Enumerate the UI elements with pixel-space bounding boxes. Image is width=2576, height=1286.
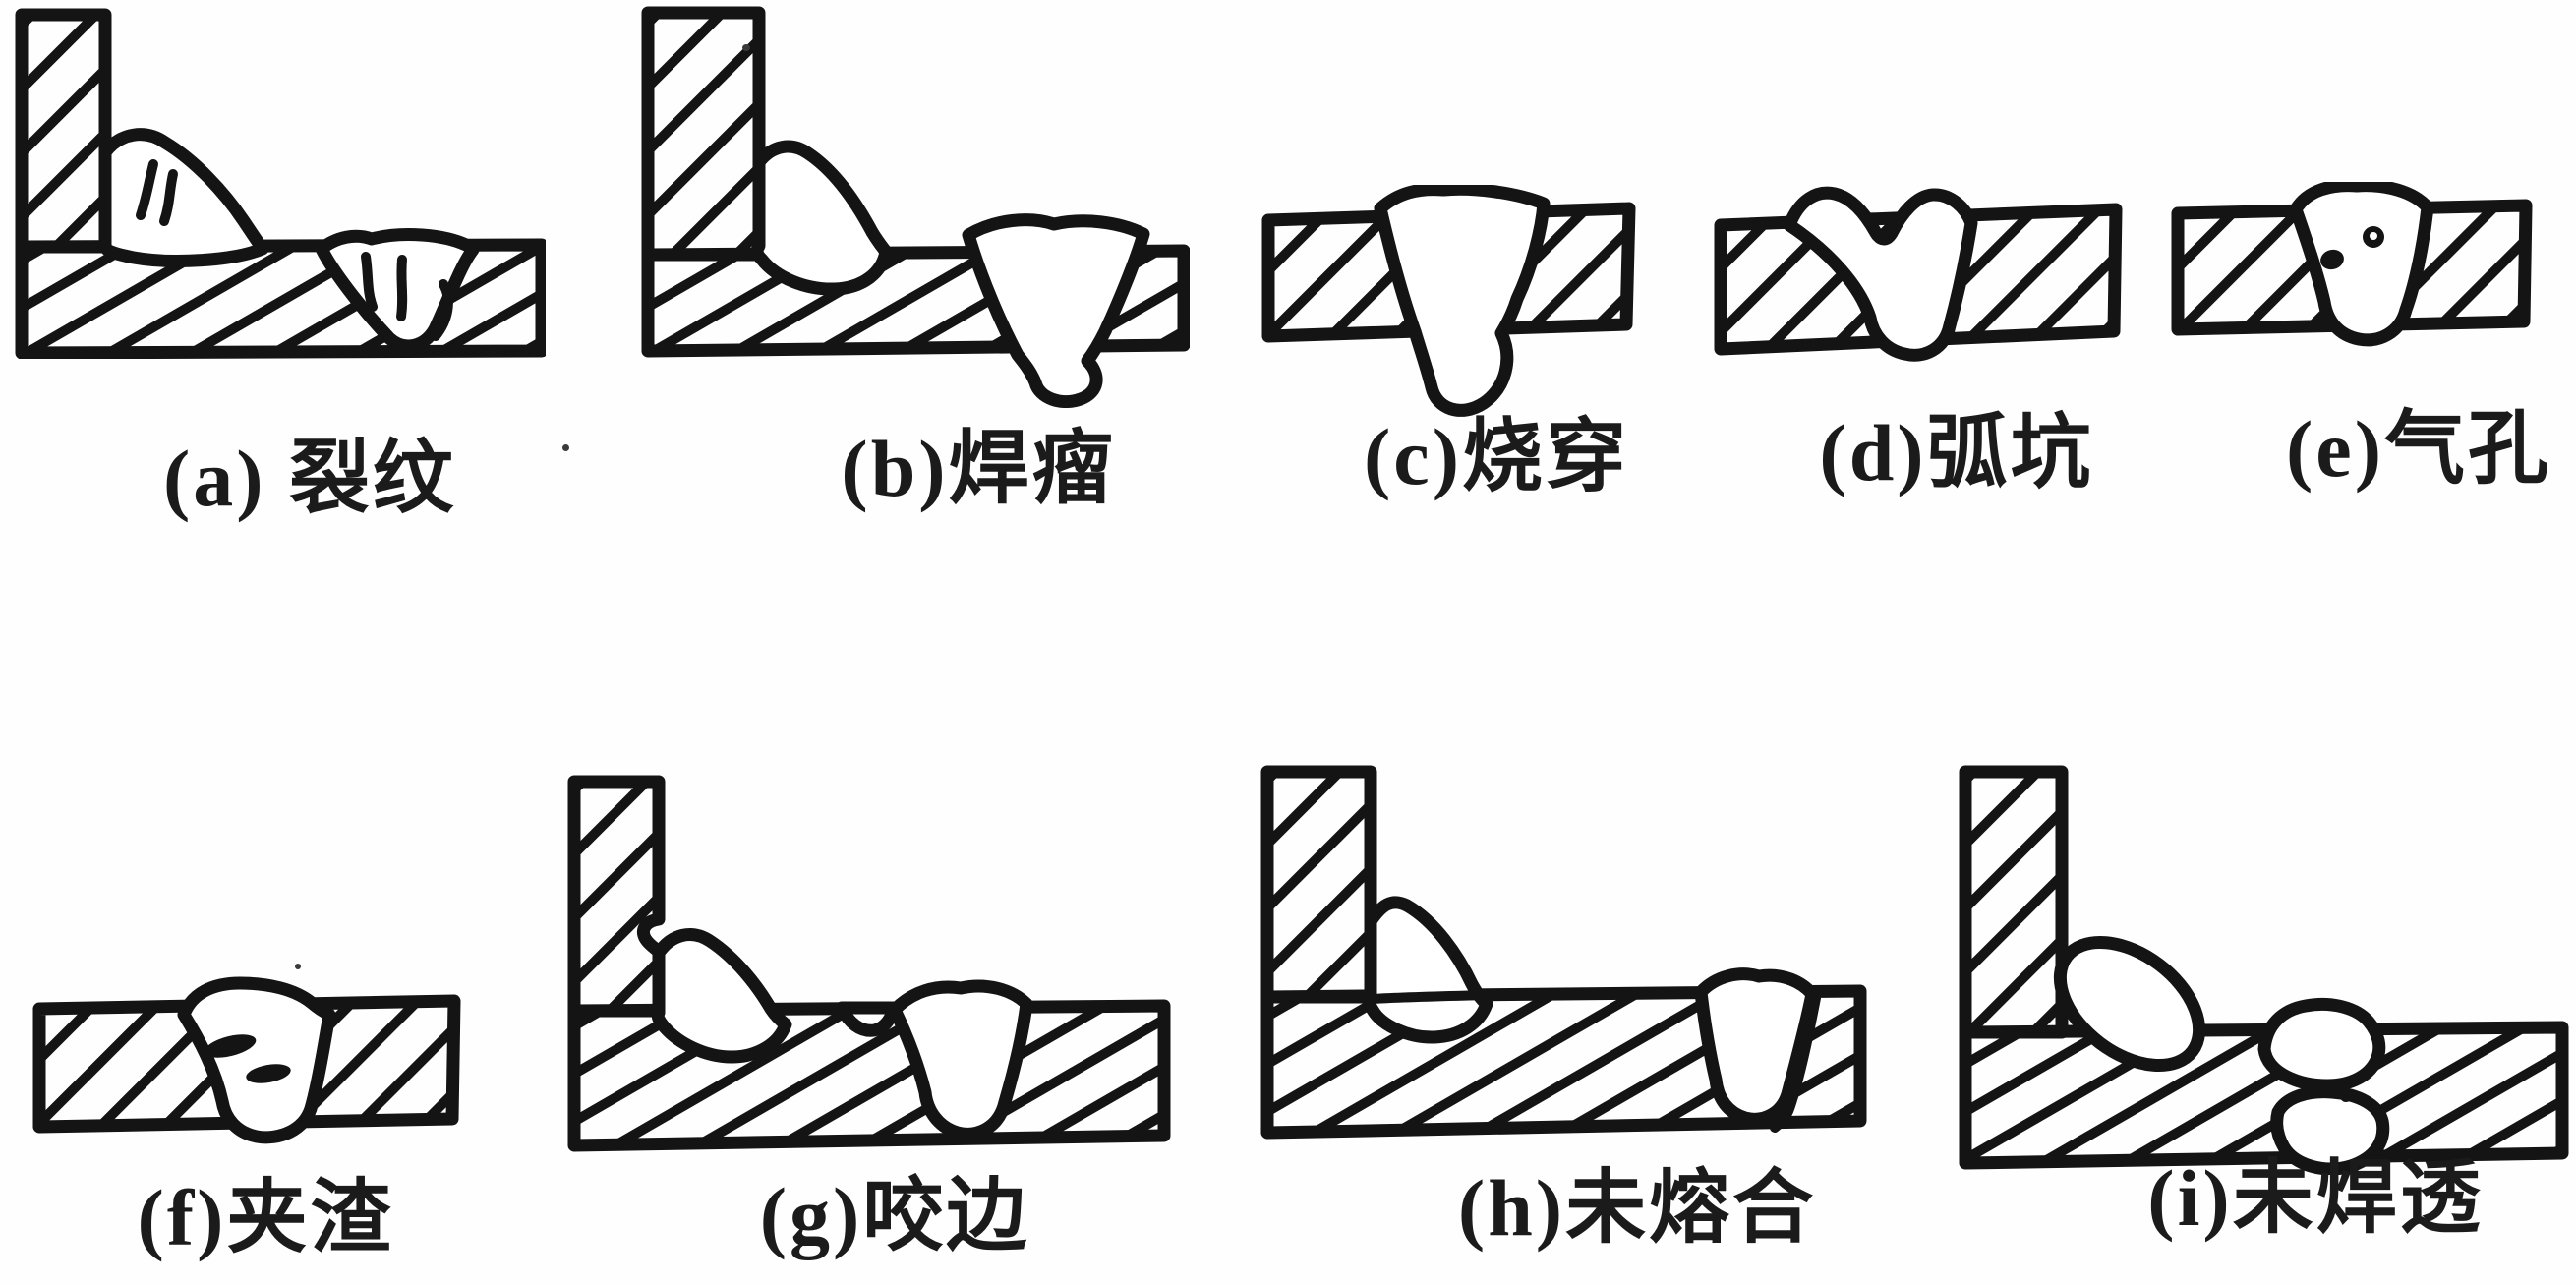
slag-blob [204,1034,257,1058]
pore-ring-center [2370,232,2377,240]
weld-with-slag [177,976,336,1144]
defect-label-d: (d)弧坑 [1819,408,2094,497]
butt-weld-bead [888,979,1033,1140]
fillet-weld-bead [1363,896,1493,1044]
lack-of-fusion-diagram [1260,765,1867,1140]
crack-line [431,279,453,341]
fillet-weld-overlap [750,140,893,296]
fusion-gap-seam [1367,990,1493,1004]
defect-panel-porosity [2168,182,2537,364]
vertical-plate-notched [567,775,666,1018]
scan-speck [742,44,750,51]
pore-solid [2320,249,2344,270]
crack-diagram [15,8,546,359]
defect-label-f: (f)夹渣 [137,1173,394,1262]
porosity-diagram [2171,182,2533,347]
defect-label-a: (a) 裂纹 [162,434,457,523]
defect-panel-slag [29,973,462,1145]
defect-panel-lack-of-fusion [1254,762,1868,1160]
unfused-root-gap [2311,1086,2322,1098]
burn-through-diagram [1261,185,1636,417]
fusion-gap-seam [1770,993,1821,1133]
defect-label-c: (c)烧穿 [1363,412,1630,501]
scan-speck [295,964,301,969]
defect-label-h: (h)未熔合 [1457,1163,1817,1253]
defect-label-e: (e)气孔 [2285,404,2552,494]
porous-weld [2289,182,2434,347]
defect-label-g: (g)咬边 [759,1171,1030,1260]
crater-weld [1783,186,1978,362]
undercut-diagram [567,775,1171,1152]
defect-panel-incomplete-penetration [1952,762,2576,1175]
defect-panel-overlap [634,5,1190,408]
slag-inclusion-diagram [32,976,461,1144]
burn-through-weld [1374,185,1551,417]
arc-crater-diagram [1714,186,2123,362]
unfused-fillet-bead [2053,935,2206,1073]
crack-line [136,159,158,220]
vertical-plate [1260,765,1377,1004]
crack-line [396,255,408,322]
top-weld-bead [2257,997,2386,1092]
butt-weld-bead [1694,967,1819,1126]
defect-label-i: (i)未焊透 [2147,1153,2484,1243]
crack-line [361,252,378,312]
undercut-groove [835,1001,901,1037]
incomplete-penetration-diagram [1959,765,2569,1175]
vertical-plate [15,8,112,254]
fillet-weld-bead [98,128,269,267]
overlap-diagram [641,6,1190,408]
defect-panel-burn-through [1259,185,1642,431]
defect-panel-arc-crater [1711,182,2124,369]
slag-blob [246,1064,291,1083]
defect-label-b: (b)焊瘤 [841,424,1116,513]
butt-weld-root-drip [962,213,1150,408]
defect-panel-crack [10,5,546,359]
defect-panel-undercut [560,772,1175,1165]
fillet-weld-bead [651,928,792,1064]
vertical-plate [1959,765,2069,1039]
crack-line [159,169,178,226]
unfused-root-gap [2340,1090,2352,1102]
scan-speck [562,444,569,451]
bottom-weld-bead [2270,1085,2390,1175]
